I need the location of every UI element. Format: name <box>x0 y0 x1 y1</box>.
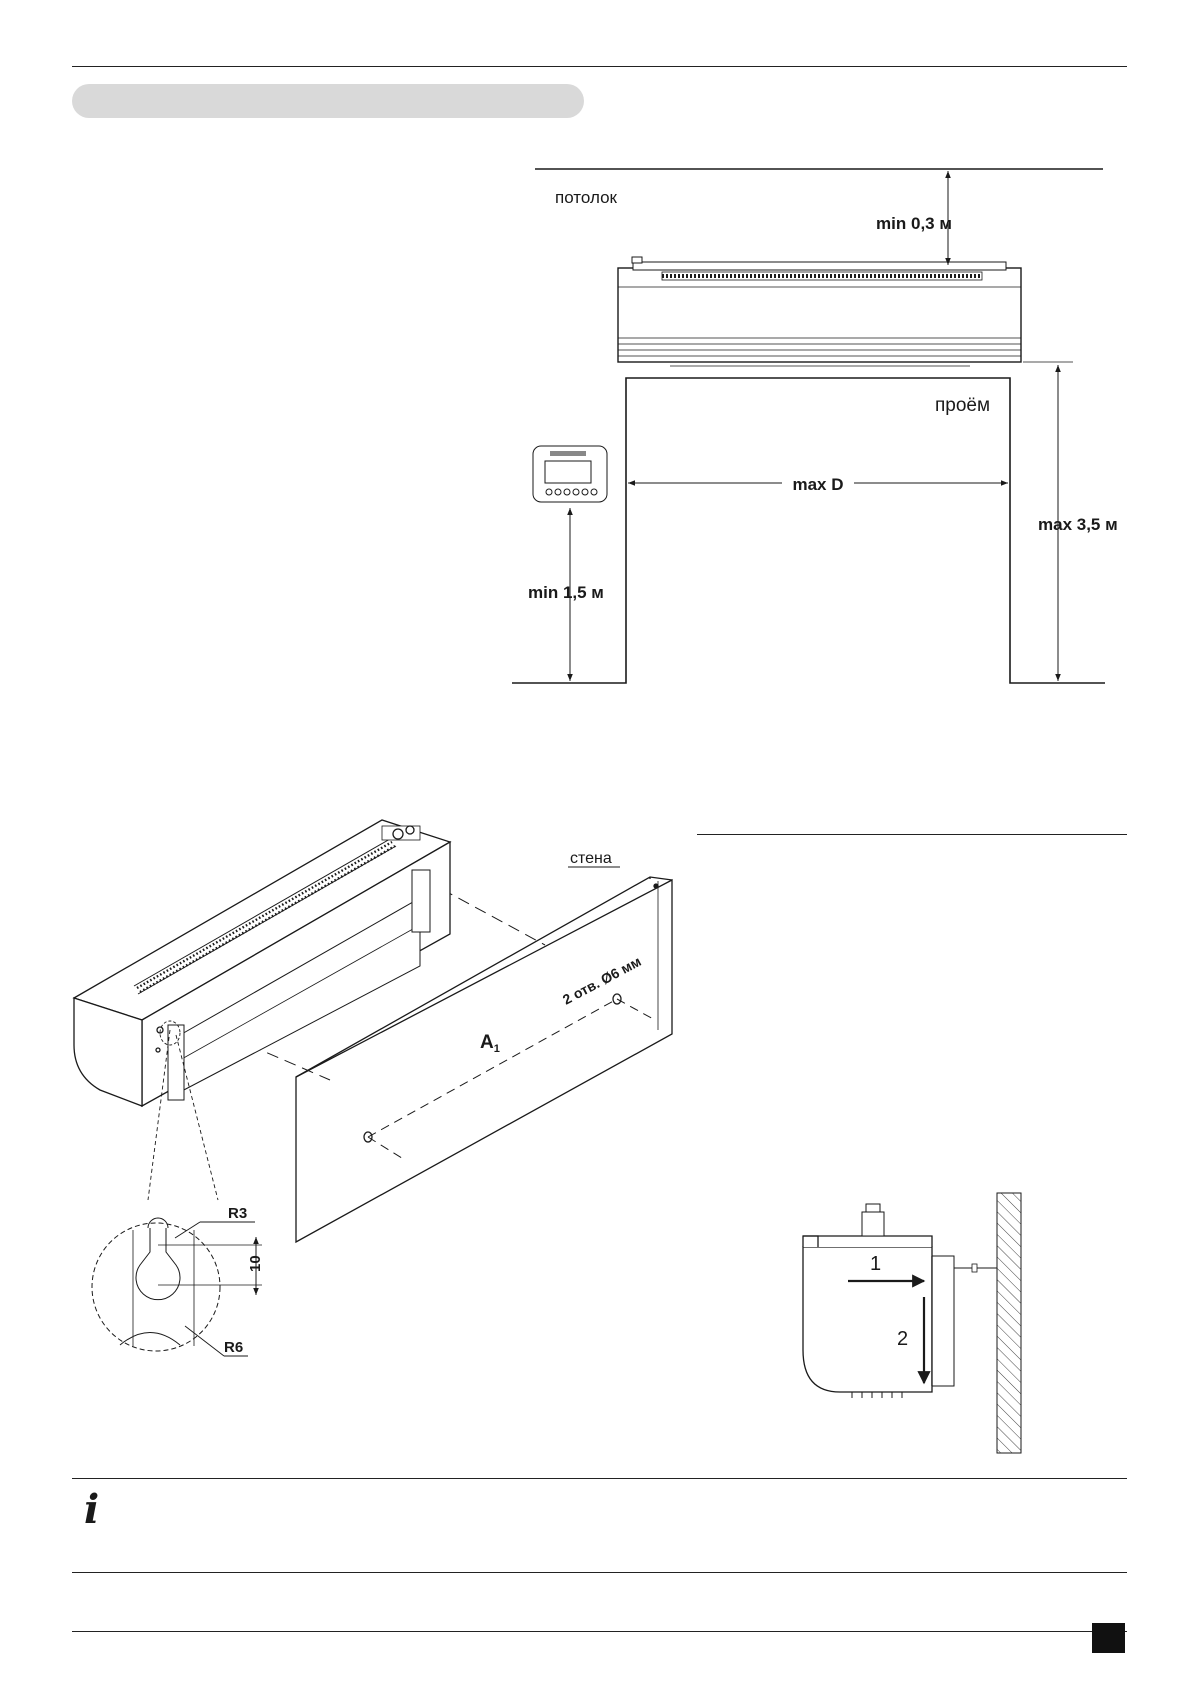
step1-label: 1 <box>870 1253 881 1275</box>
a1-label: A1 <box>480 1032 500 1055</box>
wall-mount-diagram <box>72 819 673 1357</box>
footer-rule <box>72 1631 1127 1632</box>
min-panel-label: min 1,5 м <box>528 583 604 602</box>
wall-label: стена <box>570 850 612 867</box>
info-icon: i <box>84 1486 100 1533</box>
opening-outline <box>512 377 1105 684</box>
step2-label: 2 <box>897 1328 908 1350</box>
min-top-label: min 0,3 м <box>876 214 952 233</box>
clearance-diagram <box>512 168 1105 684</box>
opening-label: проём <box>935 395 990 416</box>
motion-arrows <box>848 1274 931 1385</box>
right-column-rule <box>697 834 1127 835</box>
isometric-air-curtain <box>72 819 452 1108</box>
max-height-label: max 3,5 м <box>1038 515 1118 534</box>
wall-hatched <box>996 1192 1022 1454</box>
control-panel-icon <box>532 445 608 503</box>
ceiling-label: потолок <box>555 188 618 207</box>
keyhole-detail <box>91 1217 262 1357</box>
mount-hole-right <box>612 993 622 1005</box>
note-top-rule <box>72 1478 1127 1479</box>
section-header-bar <box>72 84 584 118</box>
page-number-box <box>1092 1623 1125 1653</box>
r3-label: R3 <box>228 1205 247 1222</box>
note-bottom-rule <box>72 1572 1127 1573</box>
r6-label: R6 <box>224 1339 243 1356</box>
wall-board <box>295 876 673 1244</box>
top-rule <box>72 66 1127 67</box>
max-d-label: max D <box>792 475 843 494</box>
dim10-label: 10 <box>247 1255 264 1272</box>
mount-hole-left <box>363 1131 373 1143</box>
side-mount-diagram <box>802 1192 1022 1454</box>
air-curtain-unit <box>617 256 1022 367</box>
